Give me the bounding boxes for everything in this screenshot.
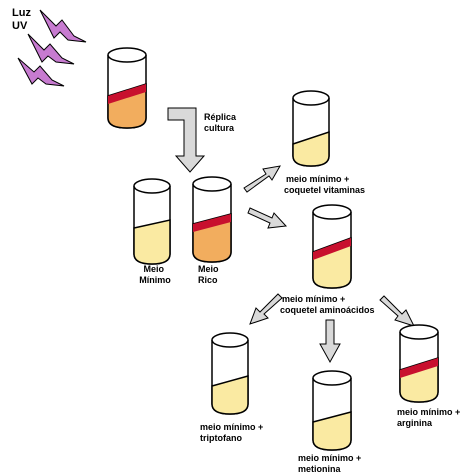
meio-rico-label: Meio Rico xyxy=(198,264,221,285)
replica-label: Réplica cultura xyxy=(204,112,239,133)
vitaminas-label: meio mínimo + coquetel vitaminas xyxy=(284,174,365,195)
colonies-band xyxy=(108,84,146,104)
tube-original xyxy=(107,47,147,129)
uv-bolt-icon xyxy=(39,9,87,43)
tube-triptofano xyxy=(211,332,249,415)
tube-arginina xyxy=(399,324,439,403)
meio-minimo-label: Meio Mínimo xyxy=(139,264,171,285)
uv-bolt-icon xyxy=(17,57,65,87)
uv-label: Luz UV xyxy=(12,7,34,32)
replica-arrow xyxy=(167,107,206,173)
tube-metionina xyxy=(312,370,352,451)
uv-bolt-icon xyxy=(27,33,75,65)
arrow-to-arginina xyxy=(379,295,415,327)
aminoacidos-label: meio mínimo + coquetel aminoácidos xyxy=(280,294,375,315)
colonies-band xyxy=(313,238,351,260)
colonies-band xyxy=(193,214,231,232)
arginina-label: meio mínimo + arginina xyxy=(397,407,463,428)
uv-bolts xyxy=(17,9,87,87)
tube-aminoacidos xyxy=(312,204,352,289)
tube-vitaminas xyxy=(292,90,330,167)
triptofano-label: meio mínimo + triptofano xyxy=(200,422,266,443)
colonies-band xyxy=(400,358,438,378)
tube-meio-rico xyxy=(192,176,232,263)
arrow-to-triptofano xyxy=(249,293,283,325)
tube-meio-minimo xyxy=(133,178,171,265)
arrow-to-metionina xyxy=(319,319,341,364)
arrow-to-vitaminas xyxy=(243,165,281,193)
metionina-label: meio mínimo + metionina xyxy=(298,453,364,474)
arrow-to-aminoacidos xyxy=(247,207,288,229)
